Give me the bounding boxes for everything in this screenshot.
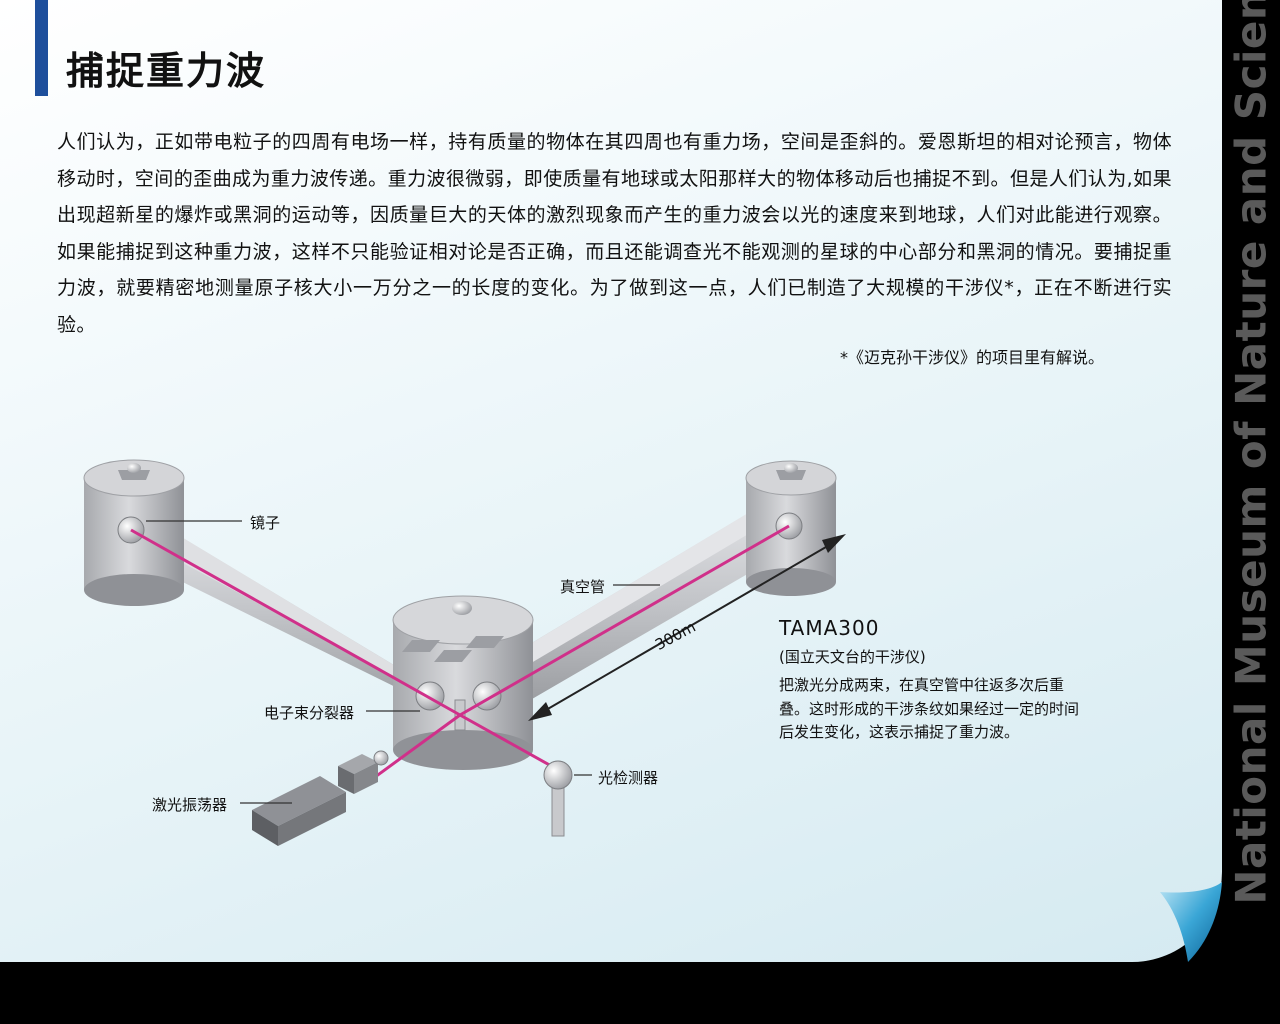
- tama-title: TAMA300: [779, 616, 880, 640]
- footnote: *《迈克孙干涉仪》的项目里有解说。: [839, 348, 1104, 367]
- label-photodetector: 光检测器: [598, 769, 659, 787]
- photodetector: [543, 760, 573, 837]
- leader-lines: [146, 520, 660, 804]
- laser-oscillator: [252, 750, 389, 846]
- label-mirror: 镜子: [250, 514, 281, 532]
- tama-subtitle: (国立天文台的干涉仪): [779, 648, 926, 666]
- label-beam-splitter: 电子束分裂器: [264, 704, 355, 722]
- sidebar-museum-name: National Museum of Nature and Science: [1226, 0, 1276, 905]
- label-vacuum-tube: 真空管: [560, 578, 606, 596]
- distance-arrow: [528, 534, 846, 721]
- left-end-station: [83, 459, 185, 606]
- title-accent-bar: [35, 0, 48, 96]
- page-title: 捕捉重力波: [66, 49, 267, 93]
- page-curl-icon: [1160, 882, 1222, 962]
- laser-beams: [130, 524, 790, 790]
- page-panel: 捕捉重力波 人们认为，正如带电粒子的四周有电场一样，持有质量的物体在其四周也有重…: [0, 0, 1222, 962]
- interferometer-diagram: [83, 459, 846, 846]
- tama-description: 把激光分成两束，在真空管中往返多次后重叠。这时形成的干涉条纹如果经过一定的时间后…: [779, 676, 1080, 741]
- intro-paragraph: 人们认为，正如带电粒子的四周有电场一样，持有质量的物体在其四周也有重力场，空间是…: [57, 131, 1172, 336]
- right-end-station: [745, 460, 837, 596]
- sidebar: [1222, 0, 1280, 962]
- label-laser: 激光振荡器: [152, 796, 228, 814]
